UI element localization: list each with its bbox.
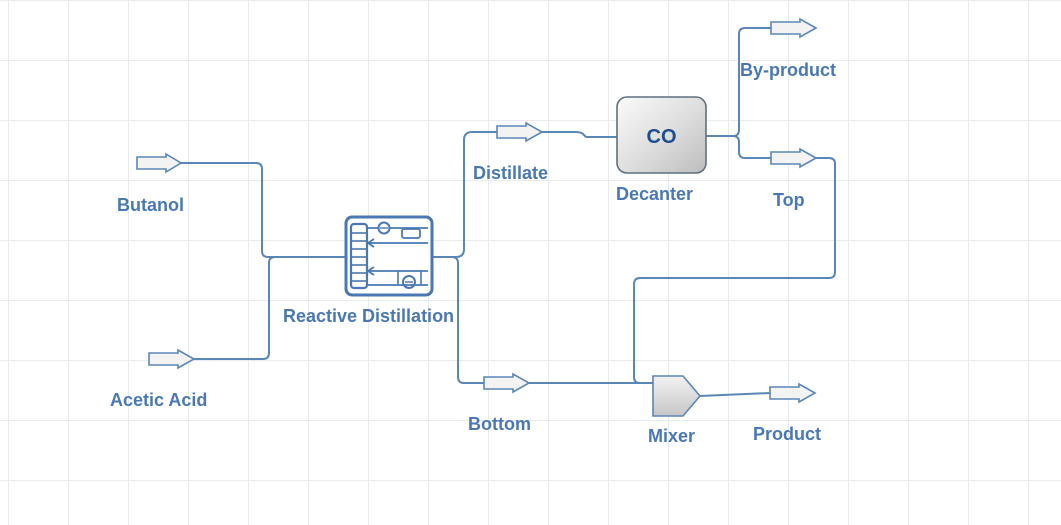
line-distillate-to-decanter	[542, 131, 617, 138]
line-decanter-to-by-product	[706, 27, 771, 137]
line-decanter-to-top	[706, 135, 771, 159]
stream-arrow-icon[interactable]	[483, 372, 531, 394]
stream-label-bottom: Bottom	[468, 414, 531, 434]
line-top-recycle-to-mixer	[633, 157, 836, 384]
line-mixer-to-product	[699, 392, 771, 397]
stream-label-distillate: Distillate	[473, 163, 549, 183]
stream-arrow-icon[interactable]	[148, 348, 196, 370]
unit-label-mixer: Mixer	[648, 426, 696, 446]
stream-arrow-icon[interactable]	[770, 17, 818, 39]
stream-label-product: Product	[753, 424, 822, 444]
stream-arrow-icon[interactable]	[769, 382, 817, 404]
decanter-code: CO	[646, 126, 677, 148]
stream-label-acetic-acid: Acetic Acid	[110, 390, 208, 410]
line-column-to-bottom	[432, 256, 484, 384]
mixer-icon[interactable]	[652, 375, 702, 417]
line-column-to-distillate	[432, 131, 497, 258]
stream-arrow-icon[interactable]	[136, 152, 183, 174]
reactive-distillation-column-icon[interactable]	[344, 215, 434, 297]
decanter-vessel-icon[interactable]	[616, 96, 707, 174]
stream-label-butanol: Butanol	[117, 195, 184, 215]
connection-lines	[181, 27, 836, 397]
line-acetic-acid-to-column	[194, 256, 276, 360]
stream-label-by-product: By-product	[740, 60, 836, 80]
unit-label-decanter: Decanter	[616, 184, 694, 204]
stream-label-top: Top	[773, 190, 805, 210]
stream-arrow-icon[interactable]	[496, 121, 544, 143]
line-butanol-to-column	[181, 162, 346, 258]
stream-arrow-icon[interactable]	[770, 147, 818, 169]
unit-label-reactive-distillation: Reactive Distillation	[283, 306, 455, 326]
